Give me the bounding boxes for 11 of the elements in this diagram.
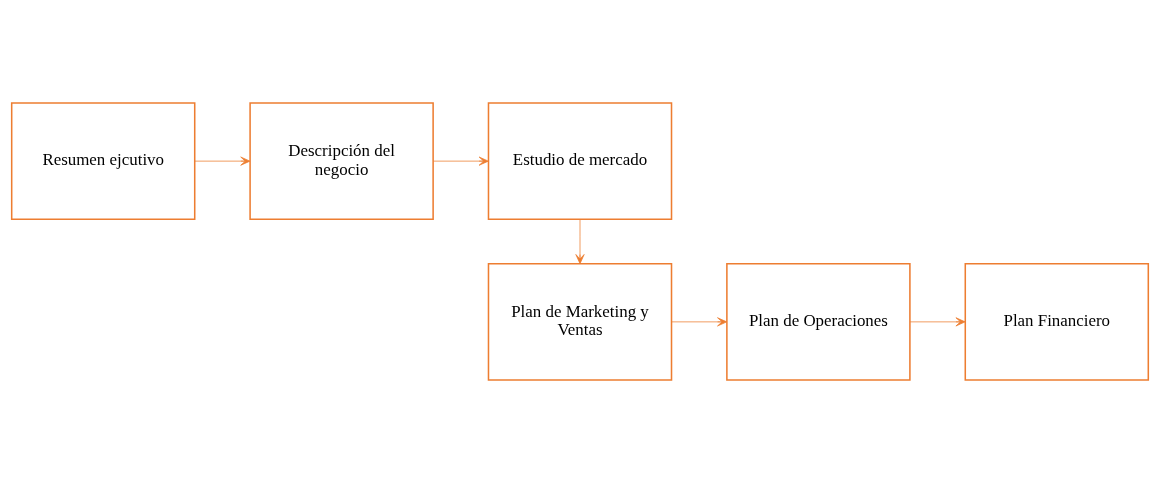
node-box: Plan de Operaciones [726,262,911,381]
node-box: Estudio de mercado [487,101,673,220]
arrow [432,156,489,166]
arrow [575,218,585,264]
node-box: Descripción del negocio [249,101,434,220]
node-box: Plan de Marketing y Ventas [487,262,673,381]
arrow [671,316,728,326]
node-box: Plan Financiero [964,262,1150,381]
arrow [909,316,966,326]
node-box: Resumen ejcutivo [10,101,196,220]
arrow [194,156,251,166]
